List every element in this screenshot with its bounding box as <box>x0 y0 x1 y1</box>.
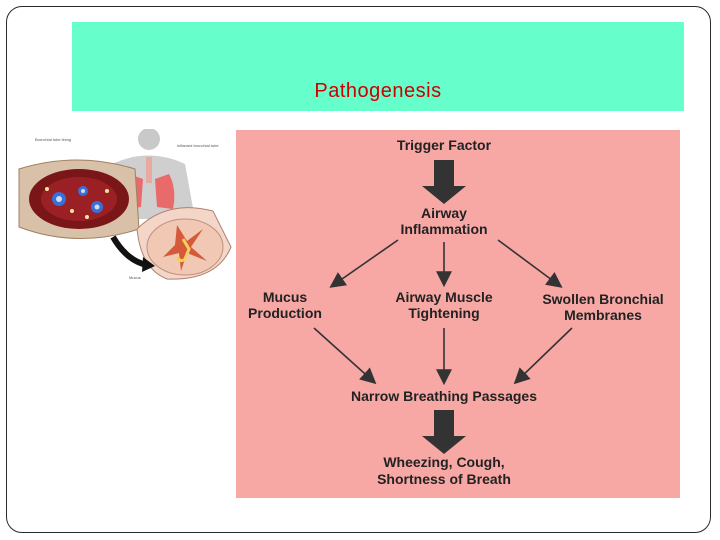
thick-arrow-trigger-to-inflammation <box>422 160 466 204</box>
node-symptoms-line1: Wheezing, Cough, <box>383 454 504 470</box>
node-symptoms-line2: Shortness of Breath <box>377 471 511 487</box>
airway-illustration: Bronchial tube lining Inflamed bronchial… <box>17 128 233 284</box>
node-swollen-line2: Membranes <box>564 307 642 323</box>
node-mucus-line2: Production <box>248 305 322 321</box>
illustration-label-mucus: Mucus <box>129 275 141 280</box>
node-muscle-line2: Tightening <box>408 305 479 321</box>
slide-title: Pathogenesis <box>314 80 442 102</box>
bronchial-cross-section <box>18 159 140 239</box>
arrow-inflammation-to-mucus <box>329 239 399 288</box>
illustration-caption-right: Inflamed bronchial tube <box>177 143 219 148</box>
airway-illustration-svg: Bronchial tube lining Inflamed bronchial… <box>17 128 233 284</box>
node-swollen-line1: Swollen Bronchial <box>542 291 663 307</box>
thick-arrow-narrow-to-symptoms <box>422 410 466 454</box>
node-inflammation-line2: Inflammation <box>400 221 487 237</box>
zoom-arrow-head <box>142 257 155 272</box>
slide-frame <box>6 6 711 533</box>
node-muscle-line1: Airway Muscle <box>395 289 492 305</box>
inflamed-bronchial-tube <box>136 207 232 280</box>
node-narrow-passages: Narrow Breathing Passages <box>351 388 537 404</box>
node-trigger-factor: Trigger Factor <box>397 137 492 153</box>
arrow-inflammation-to-swollen <box>497 239 563 288</box>
node-mucus-line1: Mucus <box>263 289 308 305</box>
flowchart-svg: Trigger Factor Airway Inflammation Mucus… <box>248 137 664 487</box>
arrow-swollen-to-narrow <box>513 327 573 385</box>
title-bar: Pathogenesis <box>72 22 684 111</box>
pathogenesis-flowchart: Trigger Factor Airway Inflammation Mucus… <box>236 130 680 498</box>
node-inflammation-line1: Airway <box>421 205 467 221</box>
arrow-mucus-to-narrow <box>313 327 377 385</box>
illustration-caption-left: Bronchial tube lining <box>35 137 71 142</box>
